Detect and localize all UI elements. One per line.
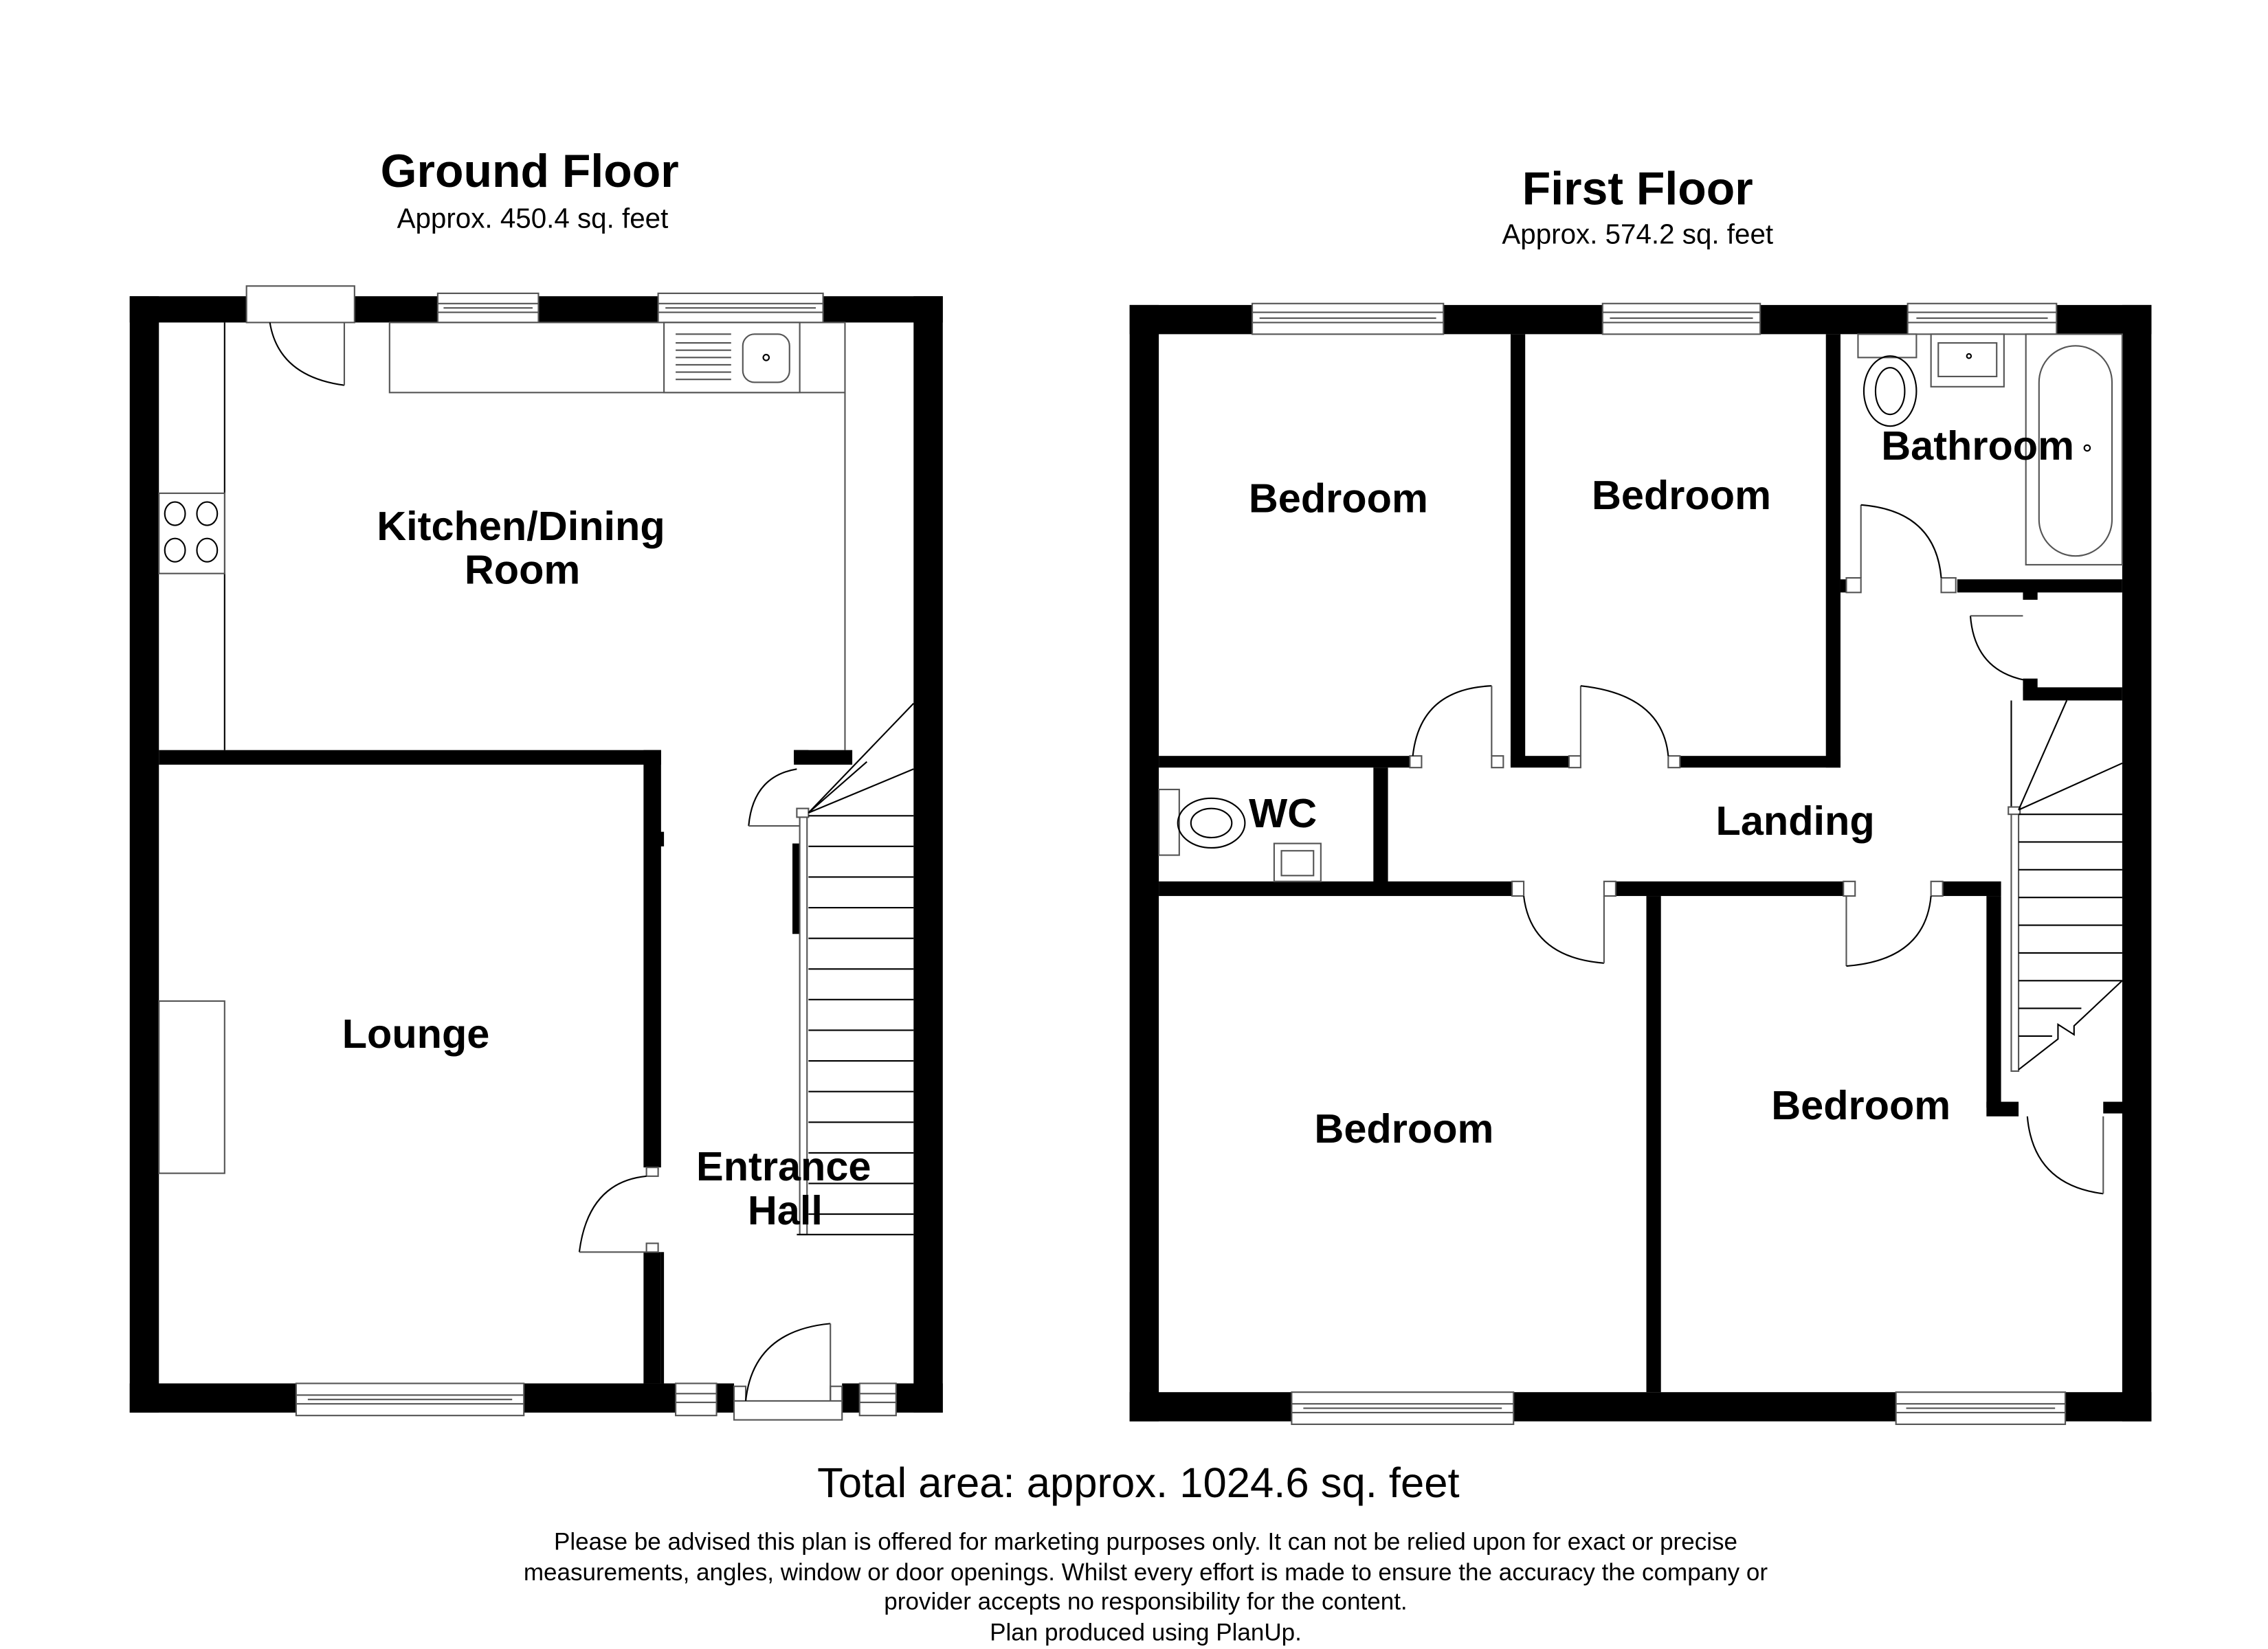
room-label-lounge: Lounge (342, 1011, 490, 1057)
total-area: Total area: approx. 1024.6 sq. feet (817, 1459, 1460, 1507)
room-label-entrance-hall-2: Hall (748, 1187, 823, 1233)
disclaimer-line-1: Please be advised this plan is offered f… (554, 1529, 1737, 1556)
bath-tub-icon (2038, 345, 2113, 557)
wc-fixtures (1158, 788, 1322, 882)
first-floor-bottom-windows (1291, 1391, 2067, 1425)
room-label-bedroom-top-left: Bedroom (1249, 475, 1428, 521)
room-label-entrance-hall: Entrance (696, 1143, 871, 1189)
hall-kitchen-door (748, 768, 800, 827)
sink-bowl-icon (742, 333, 790, 383)
front-door-step (733, 1400, 843, 1421)
footer: Total area: approx. 1024.6 sq. feet Plea… (524, 1459, 1768, 1646)
toilet-cistern (1857, 333, 1917, 359)
first-floor-top-windows (1251, 302, 2058, 335)
bathroom-door (1845, 504, 1957, 594)
ground-floor-stairs (796, 702, 915, 1235)
front-door-swing (744, 1323, 831, 1402)
first-floor-area: Approx. 574.2 sq. feet (1502, 218, 1773, 250)
bathroom-fixtures (1857, 333, 2123, 566)
hob-ring-icon (196, 501, 219, 526)
front-entrance (295, 1323, 897, 1421)
toilet-icon (1863, 355, 1917, 427)
room-label-bedroom-top-middle: Bedroom (1592, 472, 1771, 518)
first-floor-title: First Floor (1522, 162, 1753, 214)
room-label-landing: Landing (1716, 798, 1875, 844)
disclaimer-line-3: provider accepts no responsibility for t… (884, 1589, 1407, 1615)
room-label-bedroom-bottom-left: Bedroom (1314, 1106, 1493, 1152)
first-floor: First Floor Approx. 574.2 sq. feet (1129, 162, 2152, 1425)
window-hall-left (675, 1382, 718, 1417)
ground-floor-title: Ground Floor (381, 145, 679, 197)
ground-floor: Ground Floor Approx. 450.4 sq. feet (129, 145, 943, 1421)
hob-ring-icon (164, 501, 186, 526)
lounge-door (578, 1167, 659, 1253)
first-floor-stairs (2008, 700, 2123, 1073)
wc-toilet-icon (1177, 797, 1246, 849)
first-floor-walls (1129, 304, 2152, 1422)
cupboard-door (1969, 615, 2034, 682)
back-door-swing (269, 322, 345, 386)
disclaimer-line-2: measurements, angles, window or door ope… (524, 1559, 1768, 1586)
hob-ring-icon (196, 537, 219, 563)
room-label-bedroom-bottom-right: Bedroom (1771, 1082, 1950, 1128)
room-label-wc: WC (1249, 790, 1317, 836)
ground-floor-area: Approx. 450.4 sq. feet (397, 202, 669, 234)
lounge-fireplace (158, 1000, 225, 1174)
landing-doors (1409, 685, 2104, 1195)
planup-credit: Plan produced using PlanUp. (990, 1619, 1302, 1646)
room-label-bathroom: Bathroom (1881, 423, 2074, 469)
wc-cistern (1158, 788, 1180, 856)
back-door-frame (245, 285, 355, 324)
kitchen-fixtures (158, 322, 846, 750)
room-label-kitchen-2: Room (465, 547, 580, 593)
hob-ring-icon (164, 537, 186, 563)
room-label-kitchen: Kitchen/Dining (377, 503, 665, 549)
ground-floor-walls (129, 296, 943, 1413)
window-hall-right (858, 1382, 897, 1417)
